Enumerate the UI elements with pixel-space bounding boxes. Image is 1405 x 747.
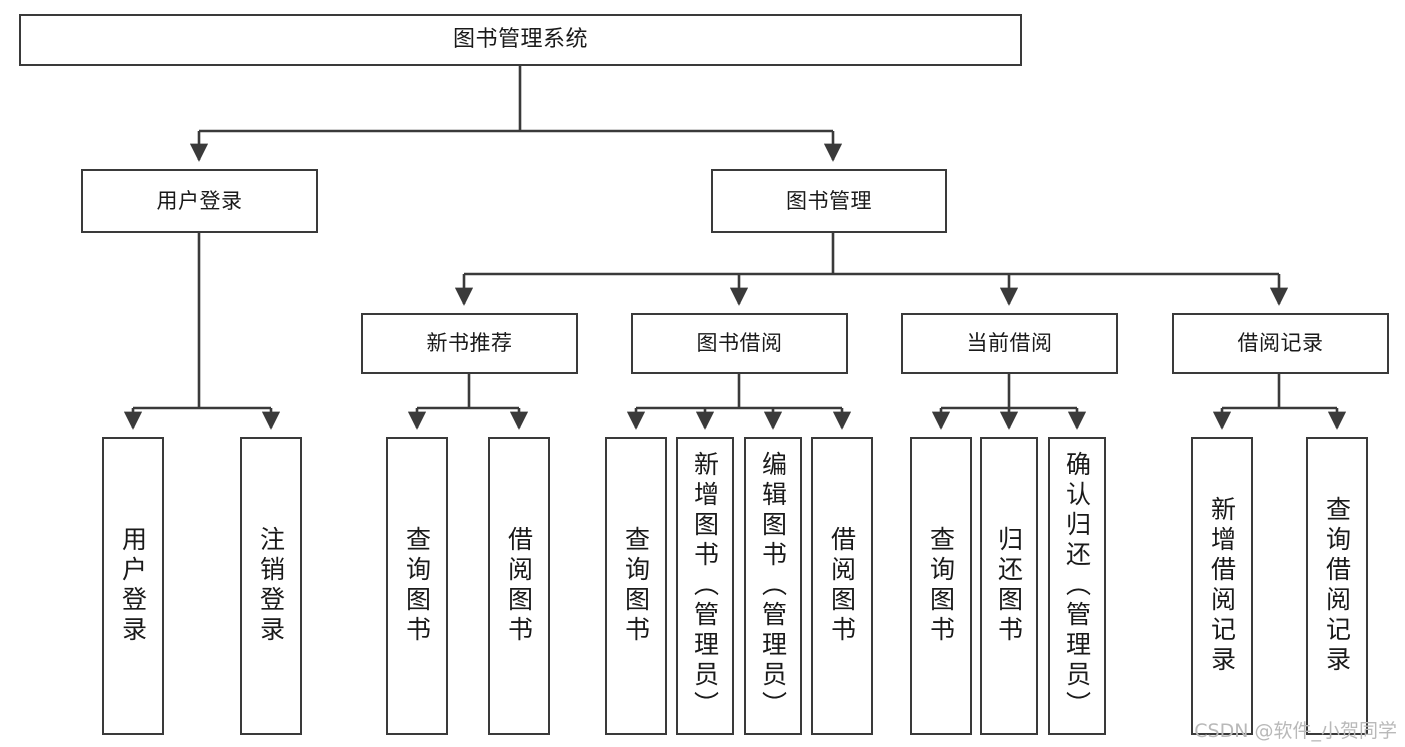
node-label: 编辑图书（管理员） [758, 451, 788, 721]
leaf-current-borrow-confirm-return-admin[interactable]: 确认归还（管理员） [1048, 437, 1106, 735]
node-label: 用户登录 [118, 526, 148, 646]
node-label: 新书推荐 [426, 331, 513, 356]
leaf-book-borrow-borrow-book[interactable]: 借阅图书 [811, 437, 873, 735]
node-label: 注销登录 [256, 526, 286, 646]
node-label: 查询图书 [621, 526, 651, 646]
leaf-new-book-query-book[interactable]: 查询图书 [386, 437, 448, 735]
csdn-watermark: CSDN @软件_小贺同学 [1194, 720, 1397, 742]
node-label: 图书借阅 [696, 331, 783, 356]
leaf-current-borrow-return-book[interactable]: 归还图书 [980, 437, 1038, 735]
node-label: 确认归还（管理员） [1062, 451, 1092, 721]
node-label: 用户登录 [156, 188, 243, 213]
leaf-book-borrow-edit-book-admin[interactable]: 编辑图书（管理员） [744, 437, 802, 735]
leaf-user-login-login[interactable]: 用户登录 [102, 437, 164, 735]
leaf-book-borrow-add-book-admin[interactable]: 新增图书（管理员） [676, 437, 734, 735]
node-current-borrow[interactable]: 当前借阅 [901, 313, 1118, 374]
leaf-borrow-record-query-record[interactable]: 查询借阅记录 [1306, 437, 1368, 735]
node-book-management[interactable]: 图书管理 [711, 169, 947, 233]
node-label: 查询图书 [402, 526, 432, 646]
leaf-user-login-logout[interactable]: 注销登录 [240, 437, 302, 735]
node-label: 图书管理 [786, 188, 872, 213]
node-label: 新增借阅记录 [1207, 496, 1237, 676]
leaf-new-book-borrow-book[interactable]: 借阅图书 [488, 437, 550, 735]
node-label: 新增图书（管理员） [690, 451, 720, 721]
leaf-borrow-record-add-record[interactable]: 新增借阅记录 [1191, 437, 1253, 735]
leaf-book-borrow-query-book[interactable]: 查询图书 [605, 437, 667, 735]
node-user-login[interactable]: 用户登录 [81, 169, 318, 233]
leaf-current-borrow-query-book[interactable]: 查询图书 [910, 437, 972, 735]
node-label: 归还图书 [994, 526, 1024, 646]
node-label: 借阅图书 [827, 526, 857, 646]
node-label: 当前借阅 [966, 331, 1053, 356]
node-new-book-recommend[interactable]: 新书推荐 [361, 313, 578, 374]
node-label: 查询借阅记录 [1322, 496, 1352, 676]
node-label: 借阅记录 [1237, 331, 1324, 356]
node-label: 图书管理系统 [452, 27, 588, 53]
node-label: 借阅图书 [504, 526, 534, 646]
node-label: 查询图书 [926, 526, 956, 646]
node-book-borrow[interactable]: 图书借阅 [631, 313, 848, 374]
node-root-book-management-system[interactable]: 图书管理系统 [19, 14, 1022, 66]
node-borrow-record[interactable]: 借阅记录 [1172, 313, 1389, 374]
